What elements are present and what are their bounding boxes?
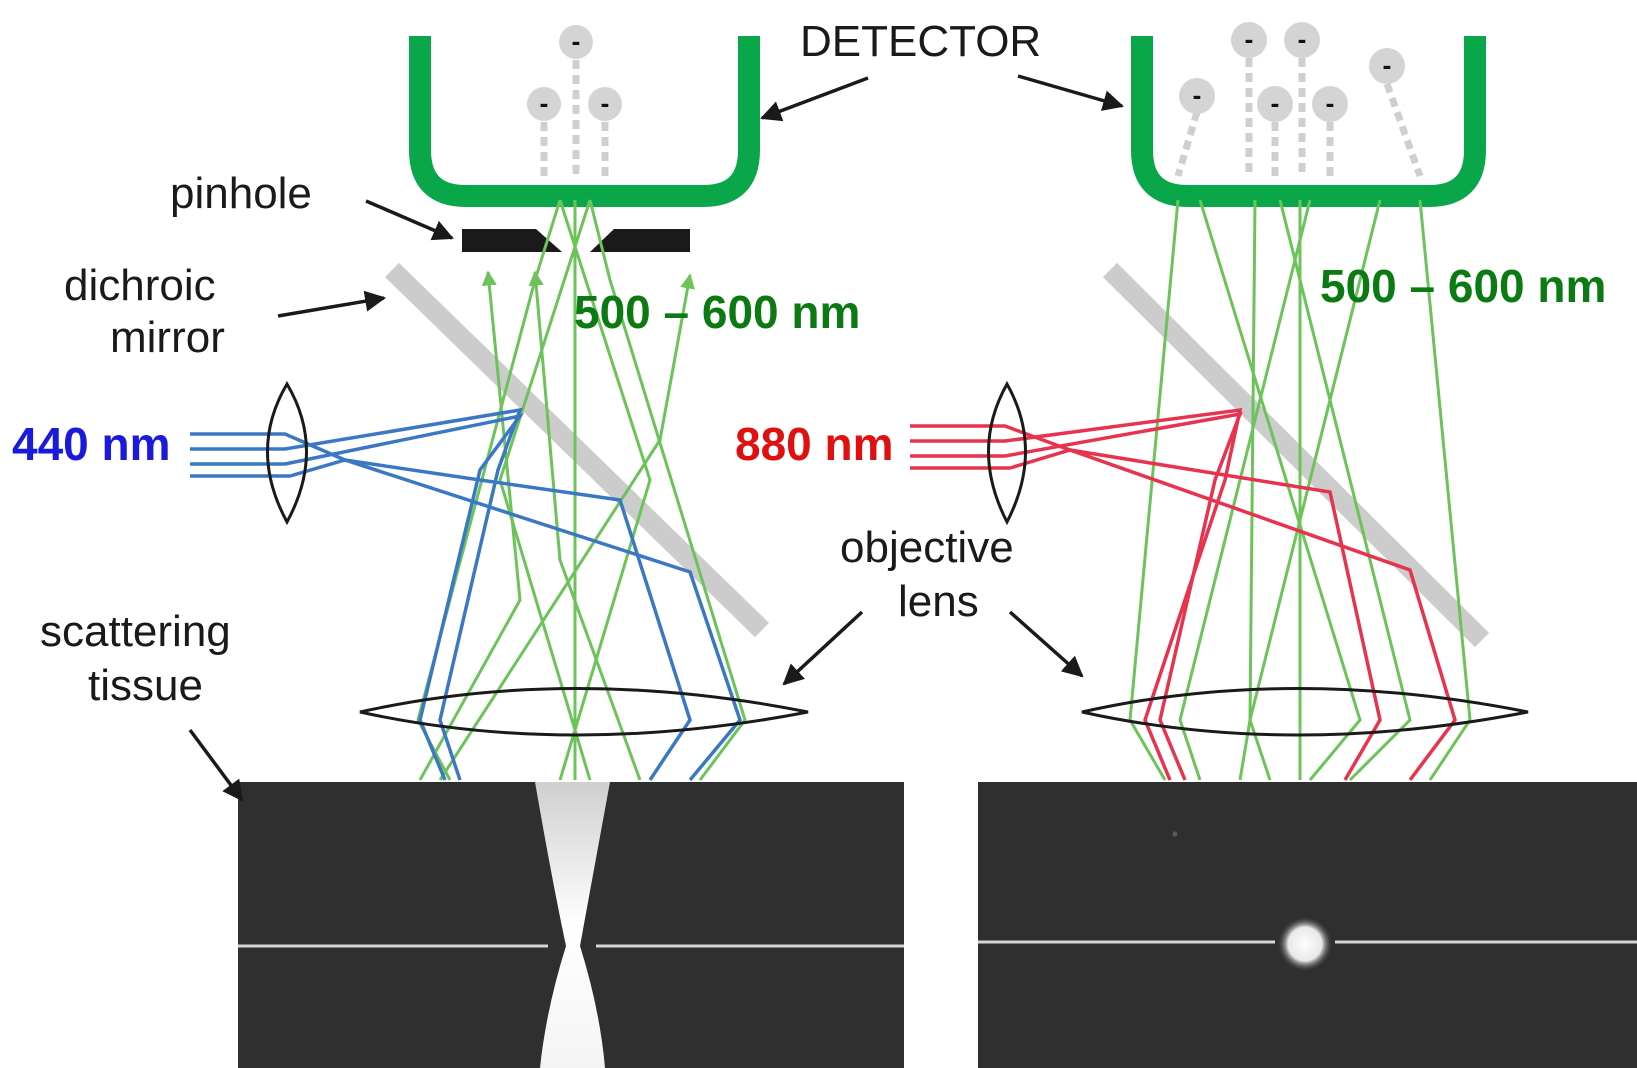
emission-band-left: 500 – 600 nm bbox=[574, 286, 860, 338]
dichroic-label-line2: mirror bbox=[110, 313, 225, 362]
electron-group-left: - - - bbox=[527, 25, 622, 180]
objective-arrow-left bbox=[782, 610, 864, 686]
wavelength-880: 880 nm bbox=[735, 418, 894, 470]
electron-group-right: - - - - - - bbox=[1174, 22, 1424, 178]
svg-text:-: - bbox=[539, 93, 548, 118]
objective-arrow-right bbox=[1008, 610, 1084, 678]
detector-cup-right bbox=[1131, 36, 1486, 207]
detector-cup-left bbox=[409, 36, 760, 207]
detector-arrow-right bbox=[1017, 74, 1125, 111]
scattering-label-line2: tissue bbox=[88, 661, 203, 710]
electron-icon: - bbox=[1369, 48, 1405, 84]
objective-lens-right bbox=[1081, 687, 1529, 737]
svg-text:-: - bbox=[1270, 93, 1279, 118]
focusing-lens-left bbox=[266, 381, 308, 526]
svg-text:-: - bbox=[1325, 93, 1334, 118]
electron-icon: - bbox=[1284, 22, 1320, 58]
detector-label: DETECTOR bbox=[800, 17, 1041, 66]
electron-icon: - bbox=[1257, 86, 1293, 122]
svg-text:-: - bbox=[1192, 85, 1201, 110]
right-panel: - - - - - - bbox=[910, 22, 1637, 1068]
electron-icon: - bbox=[1231, 22, 1267, 58]
svg-text:-: - bbox=[600, 93, 609, 118]
pinhole-plate bbox=[462, 229, 690, 252]
scattering-label-line1: scattering bbox=[40, 607, 231, 656]
focusing-lens-right bbox=[987, 380, 1027, 526]
image-panel-left bbox=[238, 782, 904, 1068]
excitation-beam-blue bbox=[190, 407, 742, 782]
svg-text:-: - bbox=[1244, 29, 1253, 54]
dichroic-arrow bbox=[277, 290, 387, 318]
objective-lens-left bbox=[359, 687, 809, 737]
electron-icon: - bbox=[559, 25, 593, 59]
electron-icon: - bbox=[588, 87, 622, 121]
detector-arrow-left bbox=[760, 76, 869, 122]
two-photon-focal-spot bbox=[1277, 916, 1333, 972]
wavelength-440: 440 nm bbox=[12, 418, 171, 470]
pinhole-arrow bbox=[365, 199, 454, 241]
electron-icon: - bbox=[1312, 86, 1348, 122]
svg-text:-: - bbox=[571, 31, 580, 56]
pinhole-label: pinhole bbox=[170, 169, 312, 218]
objective-label-line2: lens bbox=[898, 577, 979, 626]
electron-icon: - bbox=[527, 87, 561, 121]
dichroic-mirror-right bbox=[1102, 262, 1490, 648]
emission-band-right: 500 – 600 nm bbox=[1320, 260, 1606, 312]
svg-text:-: - bbox=[1297, 29, 1306, 54]
left-panel: - - - bbox=[190, 25, 904, 1068]
objective-label-line1: objective bbox=[840, 523, 1014, 572]
image-panel-right bbox=[978, 782, 1637, 1068]
electron-icon: - bbox=[1179, 78, 1215, 114]
scattering-arrow bbox=[188, 728, 244, 802]
dichroic-label-line1: dichroic bbox=[64, 261, 216, 310]
svg-text:-: - bbox=[1382, 55, 1391, 80]
excitation-spot-cone bbox=[535, 782, 610, 1068]
